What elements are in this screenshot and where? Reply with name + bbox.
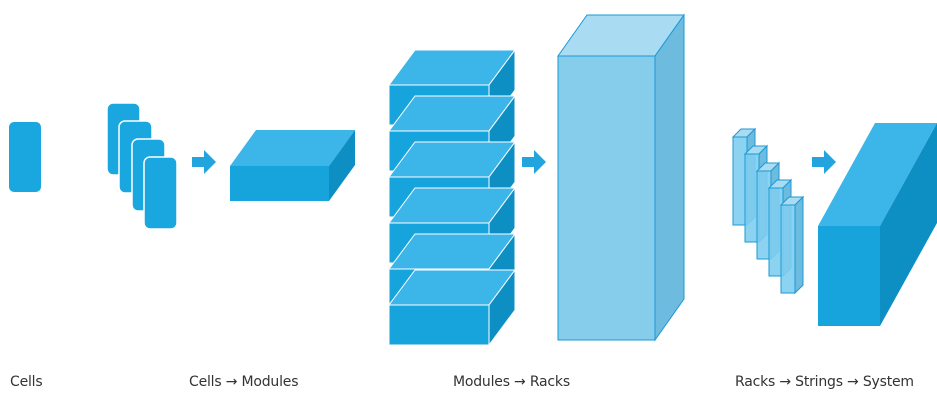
- right-arrow-icon: [192, 150, 216, 174]
- stage-label-cells-to-modules: Cells → Modules: [189, 374, 299, 390]
- stage-label-cells: Cells: [10, 374, 43, 390]
- module-box: [230, 130, 355, 201]
- rack-strings: [731, 127, 805, 295]
- stacked-module: [388, 268, 516, 347]
- right-arrow-icon: [812, 150, 836, 174]
- rack-box: [557, 13, 685, 342]
- stacked-cells: [106, 102, 178, 230]
- string-rack: [779, 195, 805, 295]
- stacked-module: [388, 48, 516, 127]
- module-stack: [388, 48, 516, 347]
- right-arrow-icon: [522, 150, 546, 174]
- stage-label-racks-to-strings-to-system: Racks → Strings → System: [735, 374, 914, 390]
- stage-label-modules-to-racks: Modules → Racks: [453, 374, 570, 390]
- single-cell: [9, 122, 41, 192]
- system-box: [818, 123, 937, 326]
